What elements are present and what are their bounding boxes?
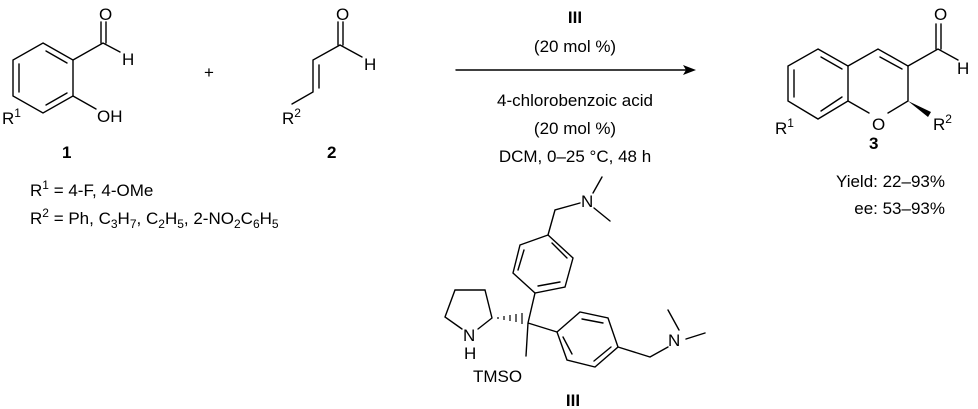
atom-r2: R2 bbox=[282, 106, 301, 128]
atom-tmso: TMSO bbox=[473, 367, 522, 386]
atom-h: H bbox=[122, 50, 134, 69]
catalyst-label: III bbox=[566, 391, 580, 409]
yield-range: Yield: 22–93% bbox=[836, 172, 945, 191]
compound-1-label: 1 bbox=[62, 143, 71, 162]
reaction-arrow bbox=[455, 65, 696, 75]
ee-range: ee: 53–93% bbox=[854, 199, 945, 218]
compound-2-enal: O H R2 2 bbox=[282, 5, 376, 162]
atom-oh: OH bbox=[97, 107, 123, 126]
atom-n-top: N bbox=[581, 192, 593, 211]
atom-r1: R1 bbox=[2, 106, 21, 128]
hashed-bond bbox=[497, 313, 523, 324]
r2-definition: R2 = Ph, C3H7, C2H5, 2-NO2C6H5 bbox=[30, 206, 279, 231]
plus-sign: + bbox=[204, 63, 214, 82]
additive: 4-chlorobenzoic acid bbox=[497, 91, 653, 110]
atom-n-right: N bbox=[668, 331, 680, 350]
product-label: 3 bbox=[869, 134, 878, 153]
product-3-chromene: O H O R1 R2 3 Yield: 22–93% ee: 53–93% bbox=[775, 5, 969, 218]
catalyst-III-structure: N N N H TMSO III bbox=[444, 176, 706, 409]
atom-nh-n: N bbox=[463, 326, 475, 345]
atom-o-aldehyde: O bbox=[934, 5, 947, 24]
atom-o-ring: O bbox=[872, 115, 885, 134]
reaction-conditions: III (20 mol %) 4-chlorobenzoic acid (20 … bbox=[497, 8, 653, 166]
atom-h: H bbox=[957, 59, 969, 78]
atom-h: H bbox=[364, 55, 376, 74]
catalyst-ref: III bbox=[568, 8, 582, 27]
atom-o: O bbox=[336, 5, 349, 24]
catalyst-loading: (20 mol %) bbox=[534, 37, 616, 56]
solvent-temp-time: DCM, 0–25 °C, 48 h bbox=[499, 147, 651, 166]
atom-r2: R2 bbox=[933, 112, 952, 134]
compound-1-salicylaldehyde: O H OH R1 1 bbox=[2, 5, 134, 162]
atom-r1: R1 bbox=[775, 116, 794, 138]
compound-2-label: 2 bbox=[327, 143, 336, 162]
atom-nh-h: H bbox=[464, 344, 476, 363]
additive-loading: (20 mol %) bbox=[534, 119, 616, 138]
r1-definition: R1 = 4-F, 4-OMe bbox=[30, 178, 153, 200]
atom-o: O bbox=[99, 5, 112, 24]
